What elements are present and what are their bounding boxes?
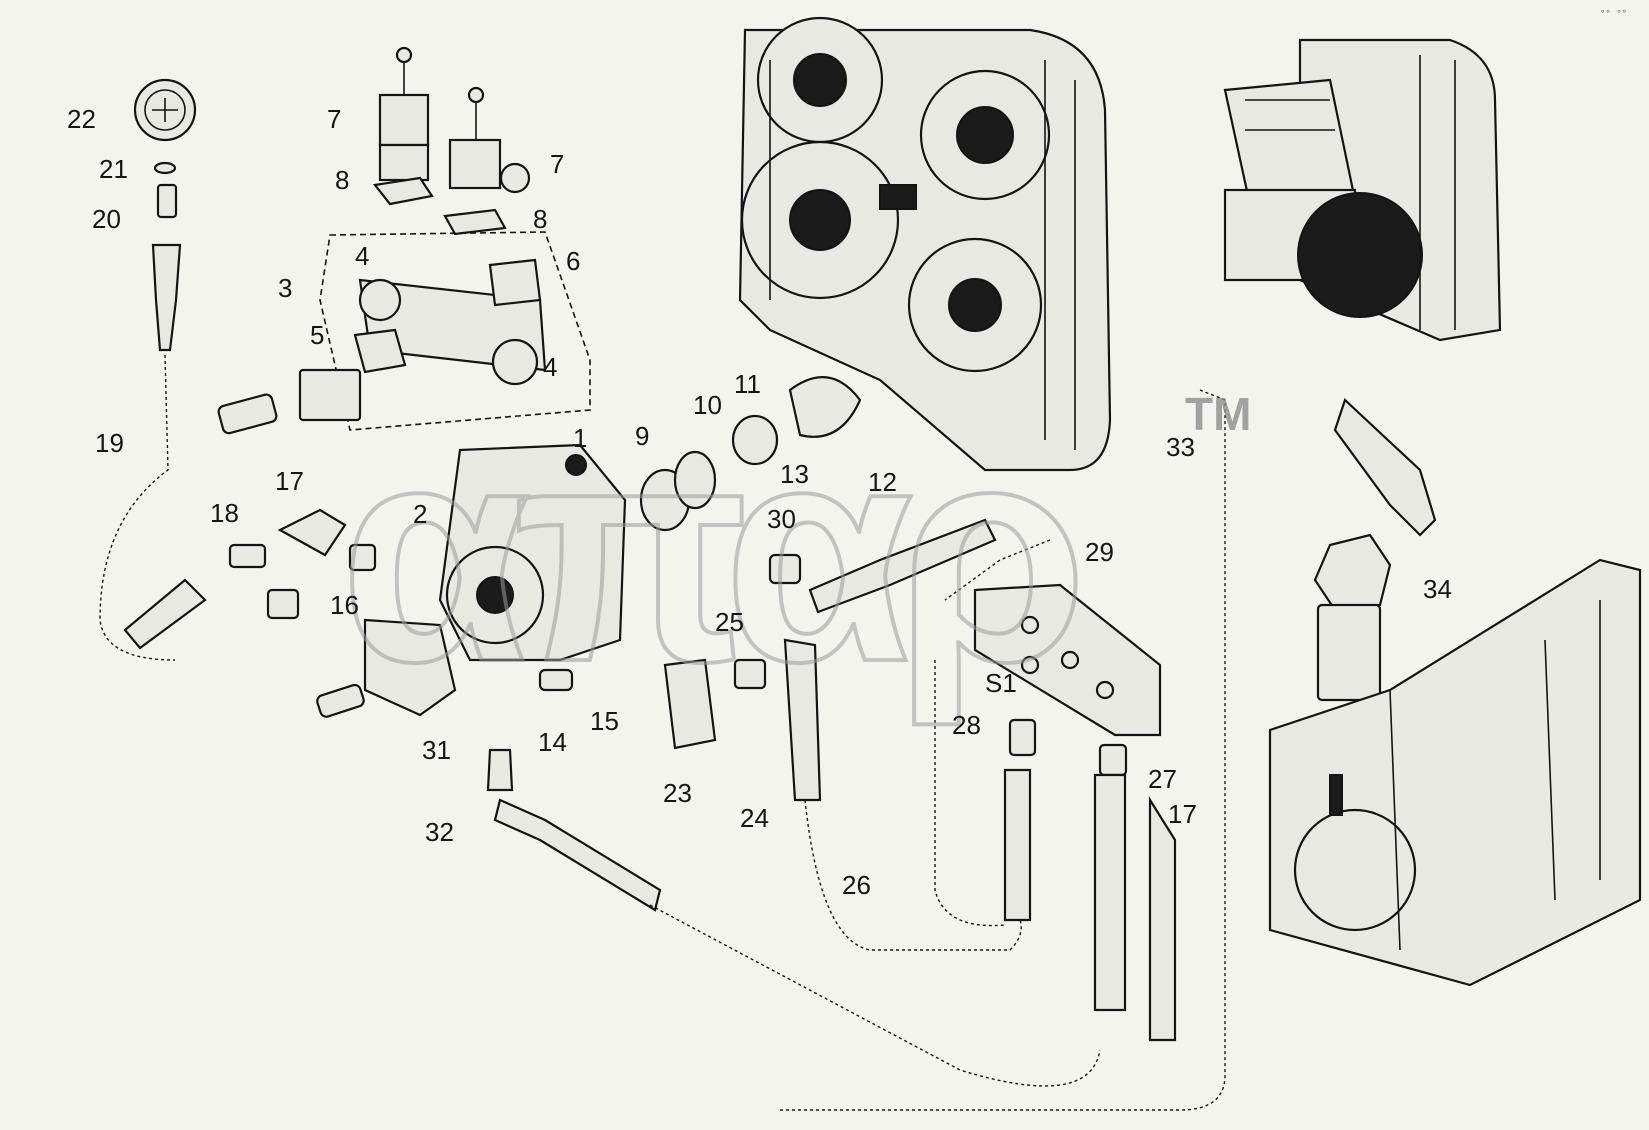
watermark-text: απαρ	[340, 379, 1080, 728]
callout-27: 27	[1148, 764, 1177, 794]
callout-21: 21	[99, 154, 128, 184]
watermark: απαρ TM	[338, 377, 1251, 730]
callout-3: 3	[278, 273, 292, 303]
callout-7b: 7	[550, 149, 564, 179]
transmission-housing	[738, 16, 1112, 472]
callout-4a: 4	[355, 241, 369, 271]
callout-6: 6	[566, 246, 580, 276]
hose-routings	[99, 354, 1226, 1111]
callout-18: 18	[210, 498, 239, 528]
filter-and-tank	[1268, 398, 1642, 987]
callout-2: 2	[413, 499, 427, 529]
callout-s1: S1	[985, 668, 1017, 698]
callout-23: 23	[663, 778, 692, 808]
callout-11: 11	[734, 369, 761, 399]
callouts: 1 2 3 4 4 5 6 7 7 8 8 9 10 11 12 13 14 1…	[67, 104, 1452, 900]
callout-16: 16	[330, 590, 359, 620]
callout-24: 24	[740, 803, 769, 833]
callout-14: 14	[538, 727, 567, 757]
callout-4b: 4	[543, 352, 557, 382]
callout-22: 22	[67, 104, 96, 134]
callout-12: 12	[868, 467, 897, 497]
callout-8b: 8	[533, 204, 547, 234]
callout-7a: 7	[327, 104, 341, 134]
callout-5: 5	[310, 320, 324, 350]
callout-29: 29	[1085, 537, 1114, 567]
callout-26: 26	[842, 870, 871, 900]
callout-1: 1	[573, 423, 587, 453]
callout-30: 30	[767, 504, 796, 534]
distribution-block	[973, 583, 1177, 1042]
callout-8a: 8	[335, 165, 349, 195]
watermark-tm: TM	[1185, 388, 1251, 440]
callout-19: 19	[95, 428, 124, 458]
callout-34: 34	[1423, 574, 1452, 604]
callout-13: 13	[780, 459, 809, 489]
callout-17b: 17	[1168, 799, 1197, 829]
callout-20: 20	[92, 204, 121, 234]
fittings	[123, 508, 997, 912]
callout-10: 10	[693, 390, 722, 420]
callout-17a: 17	[275, 466, 304, 496]
callout-33: 33	[1166, 432, 1195, 462]
pump-body	[316, 376, 862, 718]
corner-mark: ∘∘ ∘∘	[1600, 7, 1627, 17]
callout-15: 15	[590, 706, 619, 736]
callout-32: 32	[425, 817, 454, 847]
callout-9: 9	[635, 421, 649, 451]
solenoid-valve-group	[217, 46, 591, 435]
assembled-view	[1223, 38, 1502, 342]
callout-31: 31	[422, 735, 451, 765]
callout-28: 28	[952, 710, 981, 740]
callout-25: 25	[715, 607, 744, 637]
pressure-gauge	[133, 78, 197, 352]
